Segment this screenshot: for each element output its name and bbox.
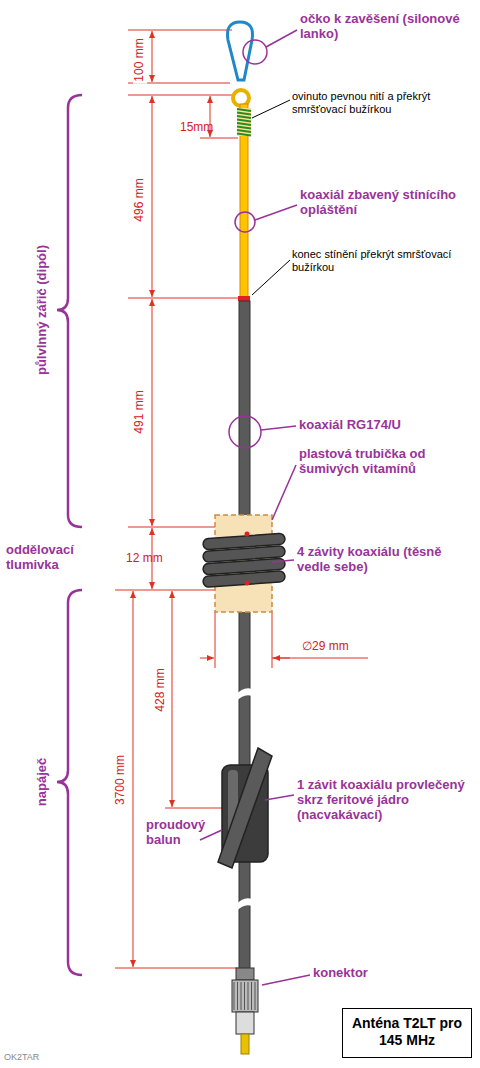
- stroke: [237, 127, 251, 129]
- part-label: očko k zavěšení (silonové lanko): [300, 12, 472, 42]
- part-label: plastová trubička od šumivých vitamínů: [299, 447, 434, 477]
- stroke: [237, 109, 251, 111]
- title-text: Anténa T2LT pro 145 MHz: [351, 1015, 463, 1049]
- stroke: [244, 982, 245, 1010]
- stroke: [255, 982, 256, 1010]
- coil-turn: [203, 571, 286, 588]
- part-label: 4 závity koaxiálu (těsně vedle sebe): [297, 545, 477, 575]
- dimension: 3700 mm: [114, 753, 128, 807]
- stroke: [237, 123, 251, 125]
- stroke: [241, 982, 242, 1010]
- note: konec stínění překrýt smršťovací bužírko…: [292, 248, 478, 273]
- stroke: [251, 982, 252, 1010]
- dimension: 12 mm: [126, 552, 163, 566]
- part-label: koaxiál RG174/U: [299, 418, 474, 433]
- stroke: [234, 982, 235, 1010]
- stroke: [237, 120, 251, 122]
- part-label: proudový balun: [146, 818, 226, 848]
- part-label: 1 závit koaxiálu provlečený skrz feritov…: [297, 778, 469, 823]
- part-label: koaxiál zbavený stínícího opláštění: [300, 188, 472, 218]
- dimension: 428 mm: [154, 666, 168, 713]
- stroke: [237, 116, 251, 118]
- section-label: půlvlnný zářič (dipól): [35, 243, 50, 377]
- part-label: konektor: [313, 966, 368, 981]
- stroke: [237, 113, 251, 115]
- title-box: Anténa T2LT pro 145 MHz: [342, 1008, 472, 1058]
- watermark: OK2TAR: [4, 1052, 39, 1062]
- dimension: 496 mm: [133, 176, 147, 223]
- dimension: 100 mm: [133, 36, 147, 83]
- dimension: 491 mm: [133, 388, 147, 435]
- stroke: [248, 982, 249, 1010]
- dimension: 15mm: [180, 121, 213, 135]
- dimension: ∅29 mm: [302, 640, 349, 654]
- section-label: napáječ: [35, 756, 50, 808]
- note: ovinuto pevnou nití a překrýt smršťovací…: [292, 90, 478, 115]
- stroke: [237, 130, 251, 132]
- stroke: [237, 982, 238, 1010]
- stroke: [237, 134, 251, 136]
- section-label: oddělovací tlumivka: [6, 543, 126, 573]
